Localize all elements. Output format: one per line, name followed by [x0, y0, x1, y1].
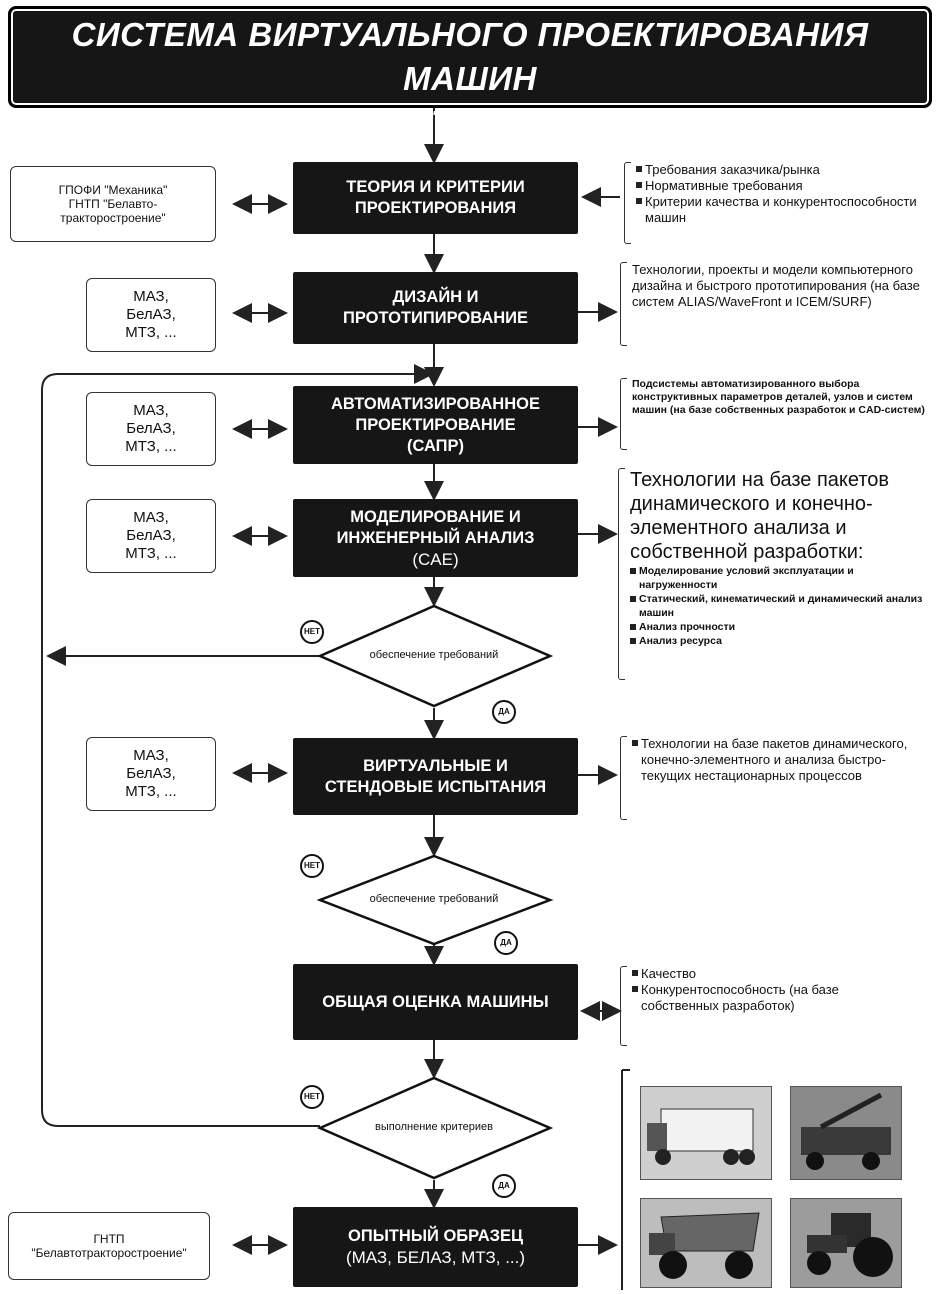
crane-truck-photo — [790, 1086, 902, 1180]
yes-marker: ДА — [492, 1174, 516, 1198]
org-box-plants: МАЗ, БелАЗ, МТЗ, ... — [86, 392, 216, 466]
stage-label: (МАЗ, БЕЛАЗ, МТЗ, ...) — [345, 1248, 526, 1267]
note-theory: Требования заказчика/рынка Нормативные т… — [624, 162, 929, 244]
note-item: Технологии на базе пакетов динамического… — [632, 736, 930, 784]
org-label: ГНТП — [93, 1232, 125, 1246]
note-cae: Технологии на базе пакетов динамического… — [618, 468, 933, 680]
note-cad: Подсистемы автоматизированного выбора ко… — [620, 378, 930, 450]
org-box-plants: МАЗ, БелАЗ, МТЗ, ... — [86, 278, 216, 352]
org-label: МАЗ, — [133, 747, 169, 764]
stage-label: СТЕНДОВЫЕ ИСПЫТАНИЯ — [324, 777, 547, 796]
no-marker: НЕТ — [300, 620, 324, 644]
decision-diamond-1 — [316, 604, 554, 708]
note-text: Технологии, проекты и модели компьютерно… — [632, 262, 920, 309]
no-marker: НЕТ — [300, 1085, 324, 1109]
note-tests: Технологии на базе пакетов динамического… — [620, 736, 930, 820]
org-label: МТЗ, ... — [125, 438, 177, 455]
org-label: ГПОФИ "Механика" — [58, 183, 168, 197]
decision-diamond-3 — [316, 1076, 554, 1180]
tractor-photo — [790, 1198, 902, 1288]
note-design: Технологии, проекты и модели компьютерно… — [620, 262, 930, 346]
org-label: "Белавтотракторостроение" — [31, 1246, 187, 1260]
stage-label: ПРОЕКТИРОВАНИЯ — [354, 199, 517, 217]
org-label: МТЗ, ... — [125, 545, 177, 562]
note-item: Качество — [632, 966, 920, 982]
yes-marker: ДА — [494, 931, 518, 955]
decision-label: выполнение критериев — [375, 1121, 493, 1133]
org-label: ГНТП "Белавто- — [68, 197, 158, 211]
org-label: МАЗ, — [133, 288, 169, 305]
decision-label: обеспечение требований — [369, 893, 499, 905]
org-label: МТЗ, ... — [125, 783, 177, 800]
note-item: Анализ прочности — [630, 620, 933, 634]
stage-label: (САПР) — [406, 436, 465, 455]
stage-theory: ТЕОРИЯ И КРИТЕРИИ ПРОЕКТИРОВАНИЯ — [293, 162, 578, 234]
stage-label: (CAE) — [412, 549, 459, 569]
org-label: БелАЗ, — [126, 765, 176, 782]
stage-label: АВТОМАТИЗИРОВАННОЕ — [331, 394, 540, 413]
org-label: тракторостроение" — [60, 211, 166, 225]
note-item: Анализ ресурса — [630, 634, 933, 648]
note-text: Подсистемы автоматизированного выбора ко… — [632, 378, 925, 416]
stage-label: ПРОЕКТИРОВАНИЕ — [355, 415, 516, 434]
yes-marker: ДА — [492, 700, 516, 724]
org-label: БелАЗ, — [126, 420, 176, 437]
org-label: МАЗ, — [133, 509, 169, 526]
stage-label: ОПЫТНЫЙ ОБРАЗЕЦ — [348, 1227, 523, 1245]
note-heading: Технологии на базе пакетов динамического… — [630, 469, 890, 563]
stage-tests: ВИРТУАЛЬНЫЕ И СТЕНДОВЫЕ ИСПЫТАНИЯ — [293, 738, 578, 815]
stage-cae: МОДЕЛИРОВАНИЕ И ИНЖЕНЕРНЫЙ АНАЛИЗ (CAE) — [293, 499, 578, 577]
title-line-2: НИРУП "БЕЛАВТОТРАКТОРОСТРОЕНИЕ" — [125, 104, 815, 141]
stage-evaluation: ОБЩАЯ ОЦЕНКА МАШИНЫ — [293, 964, 578, 1040]
stage-label: МОДЕЛИРОВАНИЕ И — [350, 507, 521, 526]
no-marker: НЕТ — [300, 854, 324, 878]
stage-label: ОБЩАЯ ОЦЕНКА МАШИНЫ — [322, 992, 549, 1011]
title-line-1: СИСТЕМА ВИРТУАЛЬНОГО ПРОЕКТИРОВАНИЯ МАШИ… — [71, 16, 869, 97]
note-item: Нормативные требования — [636, 178, 929, 194]
stage-cad: АВТОМАТИЗИРОВАННОЕ ПРОЕКТИРОВАНИЕ (САПР) — [293, 386, 578, 464]
decision-label: обеспечение требований — [369, 649, 499, 661]
stage-prototype: ОПЫТНЫЙ ОБРАЗЕЦ (МАЗ, БЕЛАЗ, МТЗ, ...) — [293, 1207, 578, 1287]
note-item: Моделирование условий эксплуатации и наг… — [630, 564, 933, 592]
decision-diamond-2 — [316, 854, 554, 946]
org-box-plants: МАЗ, БелАЗ, МТЗ, ... — [86, 737, 216, 811]
org-label: МТЗ, ... — [125, 324, 177, 341]
org-box-institutes: ГПОФИ "Механика" ГНТП "Белавто- тракторо… — [10, 166, 216, 242]
stage-label: ДИЗАЙН И — [392, 288, 479, 306]
stage-label: ВИРТУАЛЬНЫЕ И — [363, 756, 508, 775]
stage-label: ПРОТОТИПИРОВАНИЕ — [342, 309, 529, 327]
org-label: БелАЗ, — [126, 527, 176, 544]
org-label: МАЗ, — [133, 402, 169, 419]
org-box-gntp: ГНТП "Белавтотракторостроение" — [8, 1212, 210, 1280]
truck-photo — [640, 1086, 772, 1180]
note-item: Требования заказчика/рынка — [636, 162, 929, 178]
stage-design: ДИЗАЙН И ПРОТОТИПИРОВАНИЕ — [293, 272, 578, 344]
diagram-title: СИСТЕМА ВИРТУАЛЬНОГО ПРОЕКТИРОВАНИЯ МАШИ… — [8, 6, 932, 141]
note-item: Статический, кинематический и динамическ… — [630, 592, 933, 620]
stage-label: ТЕОРИЯ И КРИТЕРИИ — [346, 178, 525, 196]
dump-truck-photo — [640, 1198, 772, 1288]
note-item: Конкурентоспособность (на базе собственн… — [632, 982, 920, 1014]
org-label: БелАЗ, — [126, 306, 176, 323]
note-item: Критерии качества и конкурентоспособност… — [636, 194, 929, 226]
org-box-plants: МАЗ, БелАЗ, МТЗ, ... — [86, 499, 216, 573]
note-evaluation: Качество Конкурентоспособность (на базе … — [620, 966, 920, 1046]
stage-label: ИНЖЕНЕРНЫЙ АНАЛИЗ — [336, 528, 535, 547]
